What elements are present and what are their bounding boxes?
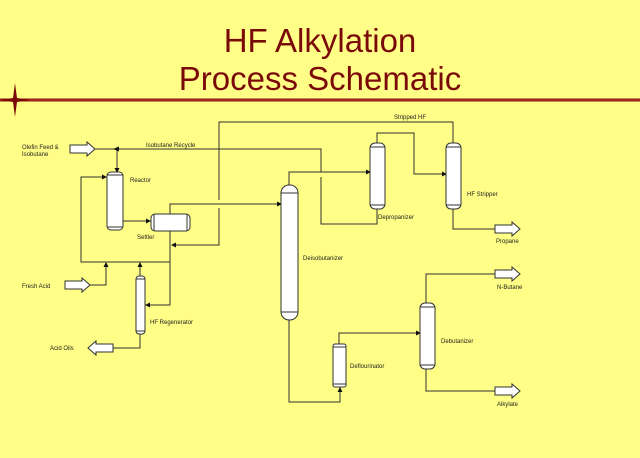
alkylate-label: Alkylate: [497, 402, 519, 408]
star-ornament-icon: [0, 83, 30, 117]
pipes: [80, 121, 495, 403]
debutanizer-column: [419, 302, 436, 370]
depropanizer-column: [369, 142, 386, 210]
hf-stripper-column: [445, 142, 462, 210]
reactor-label: Reactor: [130, 178, 151, 184]
defluorinator-label: Deflourinator: [350, 364, 384, 370]
debutanizer-label: Debutanizer: [441, 339, 473, 345]
title-line-1: HF Alkylation: [223, 22, 417, 59]
depropanizer-label: Depropanizer: [378, 215, 414, 221]
reactor-vessel: [106, 171, 124, 231]
propane-label: Propane: [496, 239, 519, 245]
fresh-acid-inlet-arrow: [64, 276, 91, 294]
olefin-feed-label: Olefin Feed &: [22, 145, 59, 151]
olefin-feed-inlet-arrow: [69, 140, 96, 158]
propane-outlet-arrow: [494, 220, 521, 238]
hf-regenerator-vessel: [135, 275, 146, 335]
deisobutanizer-label: Deisobutanizer: [303, 256, 343, 262]
stripped-hf-label: Stripped HF: [394, 115, 426, 121]
n-butane-label: N-Butane: [497, 285, 523, 291]
acid-oils-outlet-arrow: [87, 339, 114, 357]
title-line-2: Process Schematic: [178, 60, 462, 97]
fresh-acid-label: Fresh Acid: [22, 284, 50, 290]
hf-stripper-label: HF Stripper: [467, 192, 498, 198]
hf-regenerator-label: HF Regenerator: [150, 320, 193, 326]
olefin-feed-label-line2: Isobutane: [22, 152, 49, 158]
flow-arrowheads: [102, 146, 447, 392]
alkylate-outlet-arrow: [494, 382, 521, 400]
settler-vessel: [150, 213, 191, 232]
defluorinator-vessel: [332, 343, 347, 388]
deisobutanizer-column: [280, 184, 299, 321]
n-butane-outlet-arrow: [494, 265, 521, 283]
isobutane-recycle-label: Isobutane Recycle: [146, 143, 196, 149]
settler-label: Settler: [137, 235, 154, 241]
acid-oils-label: Acid Oils: [50, 346, 74, 352]
